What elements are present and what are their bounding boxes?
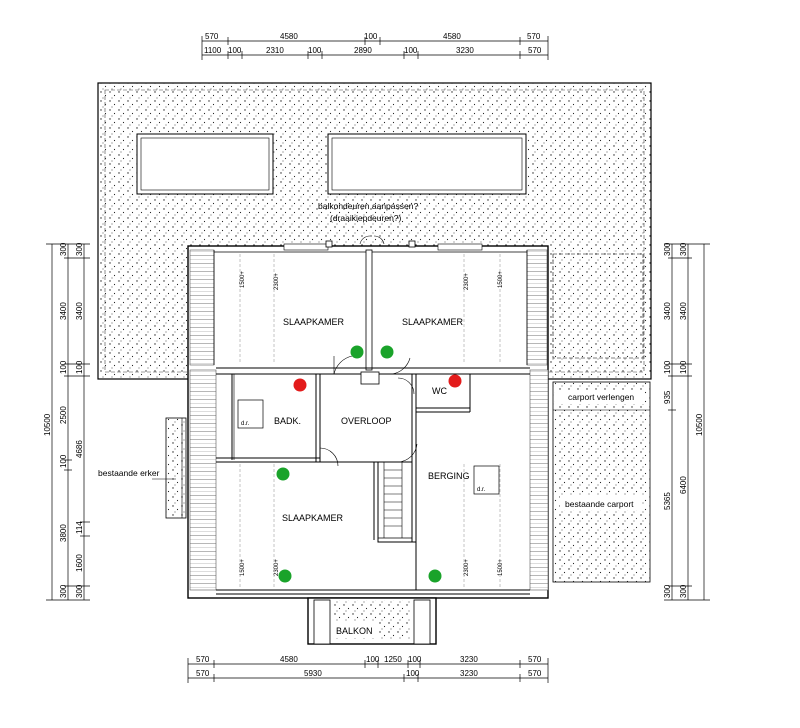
top2-dim-3230: 3230 (456, 46, 474, 55)
right-in-5365: 5365 (663, 492, 672, 510)
height-2300-tl: 2300+ (274, 273, 280, 290)
top2-dim-2890: 2890 (354, 46, 372, 55)
bot-dim-4580: 4580 (280, 655, 298, 664)
right-in-935: 935 (663, 390, 672, 404)
bottom-dimensions (187, 658, 549, 683)
balkon (307, 597, 437, 645)
right-in-3400: 3400 (663, 302, 672, 320)
height-labels: 1500+ 2300+ 2300+ 1500+ 1500+ 2300+ 2300… (240, 271, 504, 576)
left-mid-100a: 100 (59, 360, 68, 374)
bot-dim-100b: 100 (408, 655, 422, 664)
left-in-100: 100 (75, 360, 84, 374)
top2-dim-1100: 1100 (204, 46, 222, 55)
right-dim-10500: 10500 (695, 413, 704, 436)
marker-red (293, 378, 307, 392)
room-overloop: OVERLOOP (341, 416, 392, 426)
marker-red (448, 374, 462, 388)
right-mid-6400: 6400 (679, 476, 688, 494)
right-in-100: 100 (663, 360, 672, 374)
top-dimensions (201, 36, 549, 60)
shaft (360, 371, 380, 385)
bot-dim-570a: 570 (196, 655, 210, 664)
bot-dim-3230: 3230 (460, 655, 478, 664)
marker-green (350, 345, 364, 359)
top2-dim-100b: 100 (308, 46, 322, 55)
top2-dim-100c: 100 (404, 46, 418, 55)
left-in-114: 114 (75, 521, 84, 534)
left-mid-100b: 100 (59, 454, 68, 468)
top-dim-4580b: 4580 (443, 32, 461, 41)
room-balkon: BALKON (336, 626, 373, 636)
left-mid-300a: 300 (59, 242, 68, 256)
bot2-dim-570a: 570 (196, 669, 210, 678)
top-dim-570a: 570 (205, 32, 219, 41)
height-1500-bl: 1500+ (240, 559, 246, 576)
bot2-dim-5930: 5930 (304, 669, 322, 678)
roof-windows (136, 133, 527, 195)
note-balkondeuren: balkondeuren aanpassen? (318, 201, 418, 211)
left-dim-10500: 10500 (43, 413, 52, 436)
top-dim-570b: 570 (527, 32, 541, 41)
right-mid-300a: 300 (679, 242, 688, 256)
left-dimensions (46, 243, 90, 601)
left-in-300a: 300 (75, 242, 84, 256)
stair-treads (384, 469, 402, 527)
left-mid-300b: 300 (59, 584, 68, 598)
left-mid-2500: 2500 (59, 406, 68, 424)
height-1500-tl: 1500+ (240, 271, 246, 288)
room-slaapkamer-tr: SLAAPKAMER (402, 317, 464, 327)
markers (276, 345, 462, 583)
height-1500-br: 1500+ (498, 559, 504, 576)
height-2300-tr: 2300+ (464, 273, 470, 290)
note-bestaande-erker: bestaande erker (98, 468, 160, 478)
shower-berging (473, 465, 500, 495)
note-draaikiep: (draaikiepdeuren?) (330, 213, 402, 223)
label-dr2: d.r. (477, 487, 486, 493)
bot2-dim-100: 100 (406, 669, 420, 678)
left-mid-3800: 3800 (59, 524, 68, 542)
marker-green (380, 345, 394, 359)
room-wc: WC (432, 386, 447, 396)
right-mid-300b: 300 (679, 584, 688, 598)
room-berging: BERGING (428, 471, 470, 481)
note-carport-verlengen: carport verlengen (568, 392, 634, 402)
top2-dim-570: 570 (528, 46, 542, 55)
bot-dim-1250: 1250 (384, 655, 402, 664)
bot2-dim-570b: 570 (528, 669, 542, 678)
right-dimensions (664, 243, 710, 601)
height-guides (239, 254, 501, 588)
right-in-300a: 300 (663, 242, 672, 256)
marker-green (276, 467, 290, 481)
height-1500-tr: 1500+ (498, 271, 504, 288)
top-dim-100: 100 (364, 32, 378, 41)
top2-dim-100a: 100 (228, 46, 242, 55)
left-mid-3400: 3400 (59, 302, 68, 320)
door-swings (319, 235, 418, 467)
marker-green (428, 569, 442, 583)
right-mid-3400: 3400 (679, 302, 688, 320)
bot-dim-100a: 100 (366, 655, 380, 664)
note-bestaande-carport: bestaande carport (565, 499, 634, 509)
left-in-300b: 300 (75, 584, 84, 598)
right-in-300b: 300 (663, 584, 672, 598)
room-slaapkamer-tl: SLAAPKAMER (283, 317, 345, 327)
bot2-dim-3230: 3230 (460, 669, 478, 678)
erker (165, 417, 187, 519)
top2-dim-2310: 2310 (266, 46, 284, 55)
bot-dim-570b: 570 (528, 655, 542, 664)
label-dr1: d.r. (241, 421, 250, 427)
carport-existing (552, 253, 651, 583)
top-dim-4580a: 4580 (280, 32, 298, 41)
shower-badk (237, 399, 264, 429)
left-in-3400: 3400 (75, 302, 84, 320)
height-2300-br: 2300+ (464, 559, 470, 576)
room-badk: BADK. (274, 416, 301, 426)
room-slaapkamer-bl: SLAAPKAMER (282, 513, 344, 523)
left-in-1600: 1600 (75, 554, 84, 572)
marker-green (278, 569, 292, 583)
height-2300-bl: 2300+ (274, 559, 280, 576)
left-in-4686: 4686 (75, 440, 84, 458)
right-mid-100: 100 (679, 360, 688, 374)
